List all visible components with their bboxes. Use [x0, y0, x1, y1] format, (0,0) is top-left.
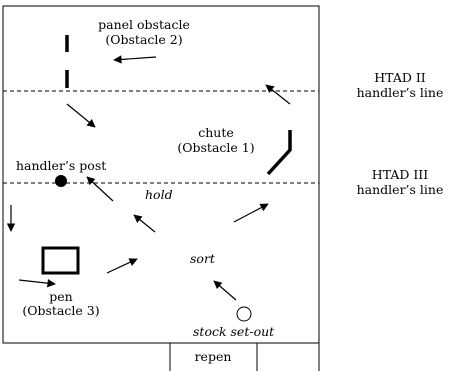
obstacle-3-label: (Obstacle 3) — [22, 303, 99, 318]
arrow-setout-to-sort — [213, 280, 237, 301]
arrow-hold-diag — [133, 214, 156, 233]
chute-label: chute — [198, 125, 234, 140]
pen-obstacle — [41, 246, 80, 275]
htad-ii-label: HTAD II — [374, 70, 426, 85]
hold-label: hold — [145, 187, 173, 202]
pen-label: pen — [49, 289, 72, 304]
stock-set-out-marker — [236, 306, 252, 322]
htad-iii-handlers-line-label: handler’s line — [357, 182, 444, 197]
sort-label: sort — [190, 251, 216, 266]
arrow-chute-to-line — [265, 84, 291, 105]
obstacle-2-label: (Obstacle 2) — [105, 32, 182, 47]
obstacle-1-label: (Obstacle 1) — [177, 140, 254, 155]
panel-obstacle-label: panel obstacle — [98, 17, 190, 32]
arrow-into-pen — [18, 278, 56, 288]
repen-label: repen — [195, 349, 232, 364]
stock-set-out-label: stock set-out — [193, 324, 275, 339]
arrow-panel-down — [66, 103, 96, 128]
chute-obstacle — [266, 130, 292, 176]
arrow-to-panel — [113, 55, 157, 64]
htad-ii-handlers-line-label: handler’s line — [357, 85, 444, 100]
arrow-sort-to-chute — [233, 203, 269, 223]
field-boundary — [2, 5, 320, 344]
handlers-post-marker — [55, 175, 67, 187]
htad-iii-label: HTAD III — [372, 167, 428, 182]
arrow-to-sort — [106, 258, 138, 274]
handlers-post-label: handler’s post — [16, 158, 106, 173]
arrow-hold-up — [86, 176, 114, 202]
